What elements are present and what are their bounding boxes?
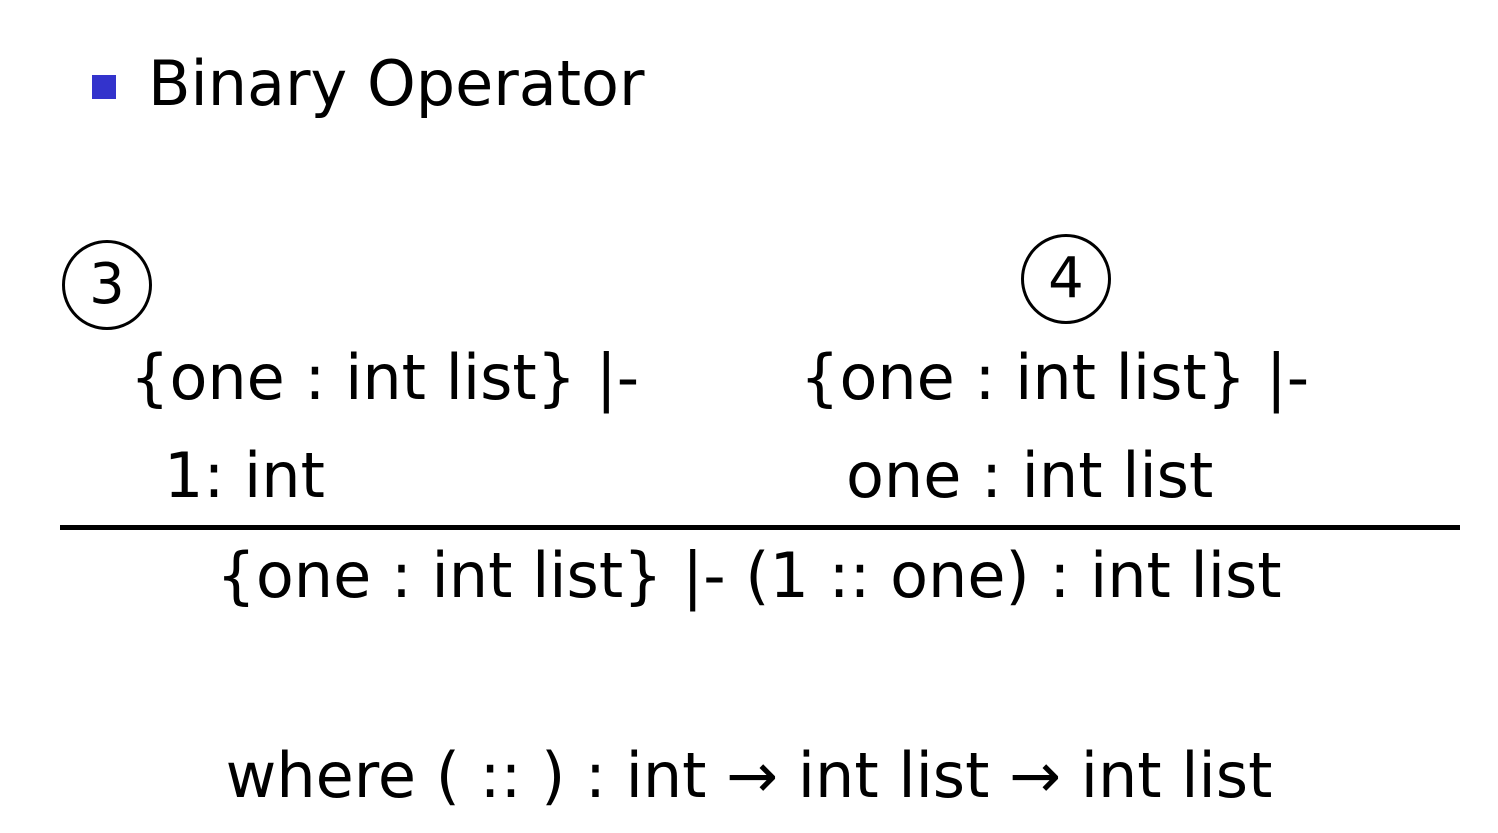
bullet-heading: Binary Operator [92,44,644,124]
right-premise-line2: one : int list [846,439,1214,512]
premise-3-number: 3 [89,252,125,317]
left-premise-line2: 1: int [164,439,325,512]
footnote-text: where ( :: ) : int → int list → int list [225,739,1273,812]
premise-4-circle-icon: 4 [1021,234,1111,324]
right-premise-line1: {one : int list} |- [800,341,1310,414]
premise-4-number: 4 [1048,246,1084,311]
heading-text: Binary Operator [148,47,645,120]
bullet-square-icon [92,75,116,99]
inference-rule-line [60,525,1460,530]
premise-3-circle-icon: 3 [62,240,152,330]
conclusion-text: {one : int list} |- (1 :: one) : int lis… [216,539,1282,612]
left-premise-line1: {one : int list} |- [130,341,640,414]
